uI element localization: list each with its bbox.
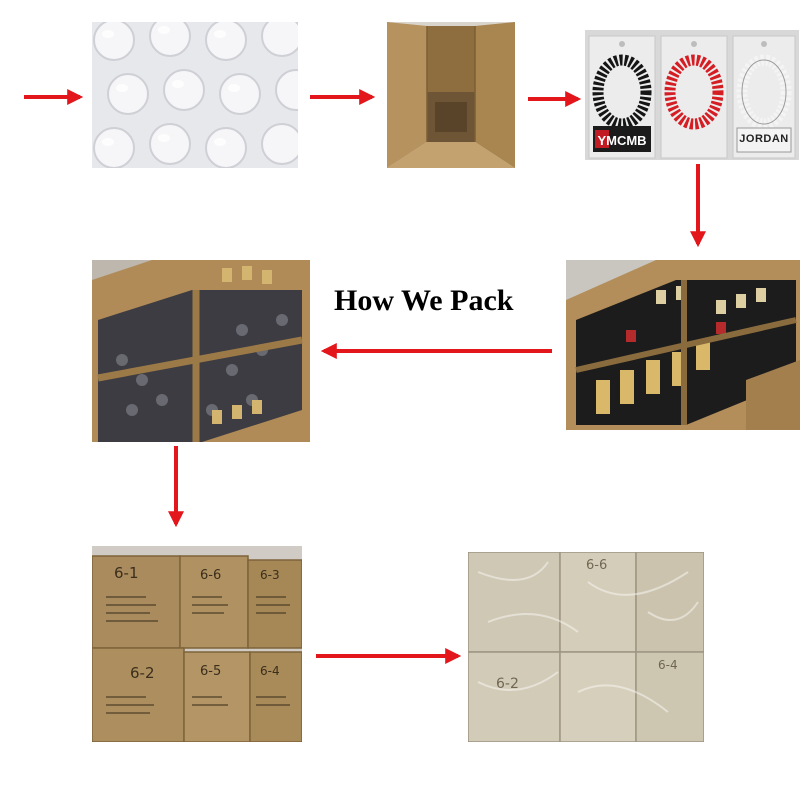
wrapped-label-6-2: 6-2 [496, 676, 519, 692]
box-label-6-3: 6-3 [260, 568, 280, 582]
bagged-necklaces-photo: YMCMB JORDAN [585, 30, 799, 160]
stacked-labeled-boxes-photo: 6-1 6-6 6-3 6-2 6-5 6-4 [92, 546, 302, 742]
box-label-6-6: 6-6 [200, 568, 222, 583]
bubble-covered-boxes-photo [92, 260, 310, 442]
bag-label-ymcmb: YMCMB [597, 133, 647, 148]
empty-box-photo [387, 22, 515, 168]
wrapped-label-6-4: 6-4 [658, 658, 678, 672]
box-label-6-1: 6-1 [114, 564, 139, 582]
wrapped-label-6-6: 6-6 [586, 558, 608, 573]
page-title: How We Pack [334, 284, 514, 317]
box-label-6-2: 6-2 [130, 664, 155, 682]
bubble-wrap-photo [92, 22, 298, 168]
box-label-6-4: 6-4 [260, 664, 280, 678]
box-label-6-5: 6-5 [200, 664, 222, 679]
bag-label-jordan: JORDAN [739, 133, 789, 145]
packed-boxes-photo [566, 260, 800, 430]
wrapped-boxes-photo: 6-6 6-2 6-4 [468, 552, 704, 742]
